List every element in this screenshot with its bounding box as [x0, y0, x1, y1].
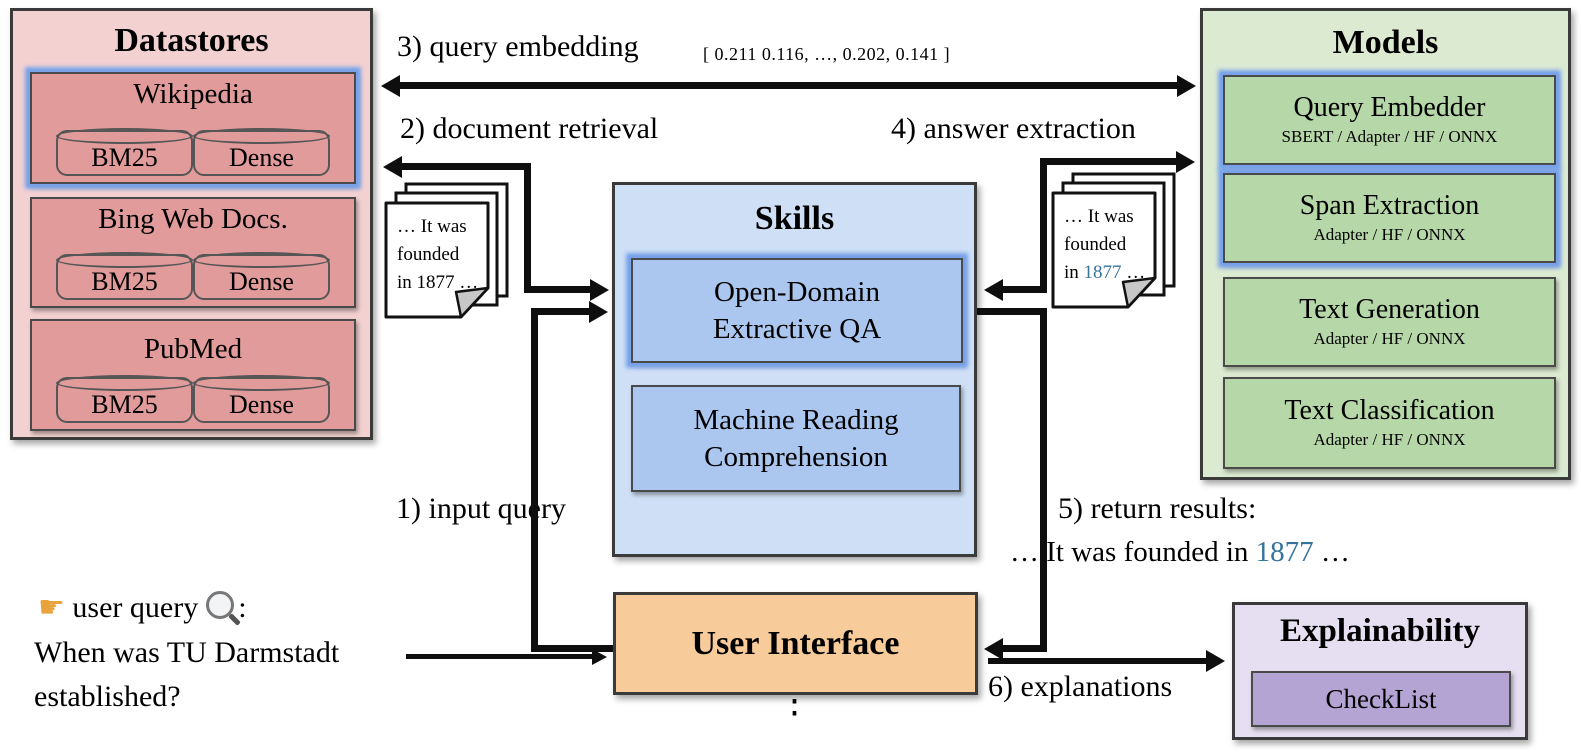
index-label: BM25 [91, 266, 158, 296]
answer-span: 1877 [1083, 262, 1122, 283]
label-explanations: 6) explanations [988, 670, 1173, 703]
dense-index-cylinder: Dense [193, 252, 330, 300]
answer-span: 1877 [1255, 536, 1314, 568]
document-stack-graphic [384, 182, 509, 319]
returned-result-text: … It was founded in 1877 … [1010, 536, 1350, 568]
query-embedding-vector: [ 0.211 0.116, …, 0.202, 0.141 ] [703, 44, 951, 64]
bm25-index-cylinder: BM25 [56, 128, 193, 176]
skill-name: Open-Domain Extractive QA [712, 276, 882, 345]
model-text-classification: Text Classification Adapter / HF / ONNX [1223, 377, 1556, 469]
snippet-line: founded [397, 244, 460, 265]
model-span-extraction: Span Extraction Adapter / HF / ONNX [1223, 173, 1556, 263]
document-stack-graphic [1051, 172, 1176, 309]
model-name: Query Embedder [1293, 92, 1486, 124]
skill-open-domain-extractive-qa: Open-Domain Extractive QA [631, 258, 963, 363]
skills-panel: Skills Open-Domain Extractive QA Machine… [612, 182, 977, 720]
explainability-title: Explainability [1280, 613, 1480, 649]
user-interface-box: User Interface [613, 592, 978, 695]
datastore-pubmed: PubMed BM25 Dense [30, 319, 356, 431]
bm25-index-cylinder: BM25 [56, 252, 193, 300]
model-backends: Adapter / HF / ONNX [1313, 328, 1466, 348]
user-query-line2: established? [34, 680, 181, 713]
models-title: Models [1332, 24, 1439, 61]
magnifier-icon [206, 591, 235, 619]
datastores-panel: Datastores Wikipedia BM25 Dense Bing Web… [10, 8, 373, 440]
user-interface-title: User Interface [691, 624, 900, 662]
model-backends: Adapter / HF / ONNX [1313, 429, 1466, 449]
index-label: Dense [229, 266, 294, 296]
datastores-title: Datastores [114, 22, 269, 59]
datastore-name: Bing Web Docs. [98, 203, 288, 235]
answer-documents-stack: … It was founded in 1877 … [1050, 172, 1180, 314]
checklist-box: CheckList [1251, 671, 1511, 727]
model-backends: Adapter / HF / ONNX [1313, 224, 1466, 244]
checklist-label: CheckList [1325, 683, 1437, 714]
index-label: BM25 [91, 389, 158, 419]
datastore-bing: Bing Web Docs. BM25 Dense [30, 197, 356, 308]
explainability-panel: Explainability CheckList [1232, 602, 1528, 740]
models-panel: Models Query Embedder SBERT / Adapter / … [1200, 8, 1571, 480]
model-backends: SBERT / Adapter / HF / ONNX [1281, 126, 1498, 146]
model-name: Span Extraction [1299, 190, 1480, 222]
index-row: BM25 Dense [56, 128, 330, 176]
model-query-embedder: Query Embedder SBERT / Adapter / HF / ON… [1223, 75, 1556, 165]
dense-index-cylinder: Dense [193, 375, 330, 423]
document-snippet: … It was founded in 1877 … [397, 213, 478, 297]
skills-title: Skills [754, 200, 835, 237]
pointing-hand-icon: ☛ [38, 590, 65, 625]
document-snippet: … It was founded in 1877 … [1064, 203, 1145, 287]
label-document-retrieval: 2) document retrieval [400, 112, 659, 145]
model-name: Text Generation [1299, 294, 1480, 326]
bm25-index-cylinder: BM25 [56, 375, 193, 423]
index-row: BM25 Dense [56, 252, 330, 300]
label-input-query: 1) input query [396, 492, 566, 525]
user-query-label: user query [72, 591, 199, 624]
snippet-line: in 1877 … [1064, 262, 1146, 283]
snippet-line: … It was [1064, 206, 1134, 227]
snippet-line: founded [1064, 234, 1127, 255]
snippet-line: … It was [397, 216, 467, 237]
dense-index-cylinder: Dense [193, 128, 330, 176]
index-label: Dense [229, 142, 294, 172]
skill-machine-reading-comprehension: Machine Reading Comprehension [631, 385, 961, 492]
index-label: BM25 [91, 142, 158, 172]
model-text-generation: Text Generation Adapter / HF / ONNX [1223, 277, 1556, 367]
index-label: Dense [229, 389, 294, 419]
retrieved-documents-stack: … It was founded in 1877 … [383, 182, 513, 324]
user-query-heading: ☛ user query: [38, 590, 247, 625]
snippet-line: in 1877 … [397, 272, 479, 293]
user-query-line1: When was TU Darmstadt [34, 636, 340, 669]
datastore-wikipedia: Wikipedia BM25 Dense [30, 72, 356, 184]
label-return-results: 5) return results: [1058, 492, 1257, 525]
index-row: BM25 Dense [56, 375, 330, 423]
datastore-name: PubMed [143, 333, 243, 365]
datastore-name: Wikipedia [133, 78, 253, 110]
label-answer-extraction: 4) answer extraction [891, 112, 1136, 145]
label-query-embedding: 3) query embedding [397, 30, 639, 63]
skill-name: Machine Reading Comprehension [693, 404, 899, 473]
model-name: Text Classification [1284, 395, 1495, 427]
